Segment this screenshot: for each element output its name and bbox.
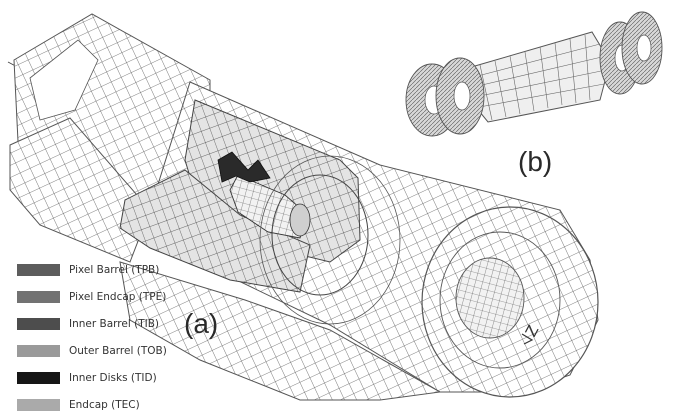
tracker-inner-ring: [271, 174, 369, 296]
legend-swatch: [17, 345, 60, 357]
pixel-barrel-end: [289, 203, 311, 237]
inset-endcap-disk-2-hole: [453, 81, 471, 111]
pixel-barrel-core: [229, 174, 309, 239]
legend-swatch: [17, 264, 60, 276]
legend-swatch: [17, 318, 60, 330]
legend-label: Pixel Barrel (TPB): [69, 264, 160, 276]
inner-disks-tid: [217, 151, 271, 183]
outer-endcap-disk-inner: [455, 257, 525, 339]
legend-label: Inner Disks (TID): [69, 372, 157, 384]
outer-cylinder-front: [119, 261, 442, 401]
legend-label: Endcap (TEC): [69, 399, 140, 411]
z-axis-arrow: [521, 333, 534, 345]
panel-b-inset: [405, 11, 663, 137]
tracker-inner-ring-2: [259, 155, 401, 325]
panel-a-label: (a): [184, 308, 219, 339]
legend-swatch: [17, 399, 60, 411]
legend-label: Inner Barrel (TIB): [69, 318, 159, 330]
legend-label: Outer Barrel (TOB): [69, 345, 167, 357]
inset-endcap-disk-4-hole: [636, 34, 652, 62]
outer-endcap-disk-ring: [439, 231, 561, 369]
legend-label: Pixel Endcap (TPE): [69, 291, 167, 303]
legend-swatch: [17, 372, 60, 384]
legend-swatch: [17, 291, 60, 303]
endcap-cutout: [29, 39, 99, 121]
inset-barrel-grid: [468, 34, 607, 121]
panel-b-label: (b): [518, 146, 553, 177]
outer-cylinder-left: [9, 117, 151, 263]
